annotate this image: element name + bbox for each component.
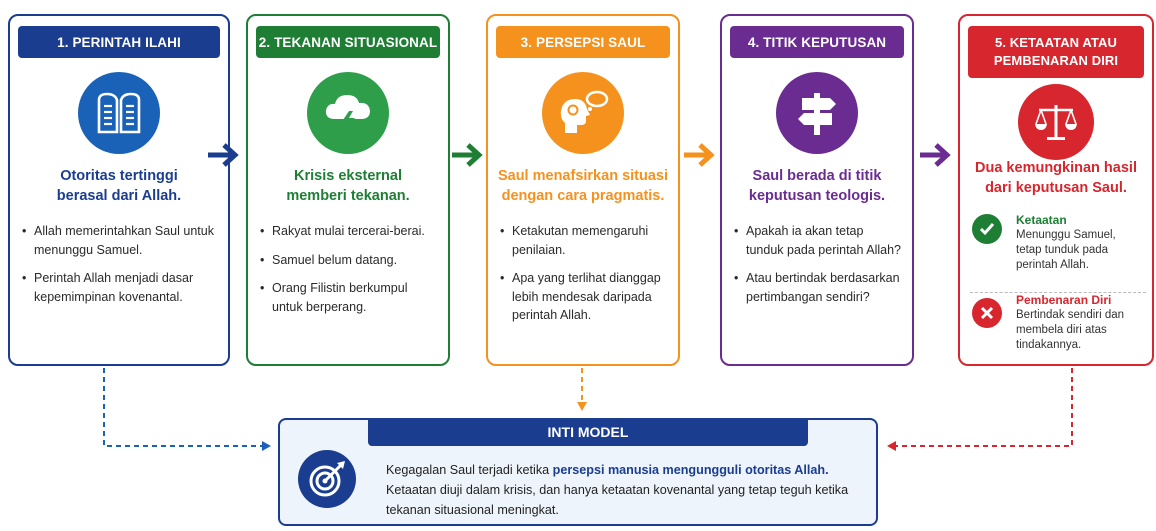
outcome-desc: Bertindak sendiri dan membela diri atas … [1016,309,1125,351]
step-2-headline: Krisis eksternal memberi tekanan. [286,168,410,204]
step-card-3: 3. PERSEPSI SAUL Saul menafsirkan situas… [486,14,680,366]
step-card-2: 2. TEKANAN SITUASIONAL Krisis eksternal … [246,14,450,366]
book-tablets-icon [78,72,160,154]
core-model-text: Kegagalan Saul terjadi ketika persepsi m… [386,460,860,520]
list-item: Orang Filistin berkumpul untuk berperang… [260,279,438,316]
outcome-obedience: Ketaatan Menunggu Samuel, tetap tunduk p… [972,212,1144,273]
list-item: Apakah ia akan tetap tunduk pada perinta… [734,222,902,259]
outcome-title: Ketaatan [1016,213,1067,227]
list-item: Allah memerintahkan Saul untuk menunggu … [22,222,218,259]
divider [970,292,1146,293]
step-2-points: Rakyat mulai tercerai-berai. Samuel belu… [260,222,438,326]
outcome-self-justification: Pembenaran Diri Bertindak sendiri dan me… [972,292,1144,353]
step-card-5: 5. KETAATAN ATAU PEMBENARAN DIRI Dua kem… [958,14,1154,366]
list-item: Apa yang terlihat dianggap lebih mendesa… [500,269,668,325]
core-model-text-lead: Kegagalan Saul terjadi ketika [386,463,553,477]
list-item: Rakyat mulai tercerai-berai. [260,222,438,241]
arrow-right-icon [452,143,483,167]
storm-cloud-icon [307,72,389,154]
step-3-points: Ketakutan memengaruhi penilaian. Apa yan… [500,222,668,335]
list-item: Samuel belum datang. [260,251,438,270]
signpost-icon [776,72,858,154]
thinking-head-icon [542,72,624,154]
step-3-title: 3. PERSEPSI SAUL [496,26,670,58]
step-1-headline: Otoritas tertinggi berasal dari Allah. [56,168,182,204]
list-item: Atau bertindak berdasarkan pertimbangan … [734,269,902,306]
outcome-desc: Menunggu Samuel, tetap tunduk pada perin… [1016,229,1116,271]
scales-icon [1018,84,1094,160]
step-4-headline: Saul berada di titik keputusan teologis. [748,168,886,204]
core-model-box: INTI MODEL Kegagalan Saul terjadi ketika… [278,418,878,526]
step-5-title: 5. KETAATAN ATAU PEMBENARAN DIRI [968,26,1144,78]
step-1-title: 1. PERINTAH ILAHI [18,26,220,58]
target-icon [298,450,356,508]
arrow-right-icon [208,143,239,167]
cross-icon [972,298,1002,328]
step-2-title: 2. TEKANAN SITUASIONAL [256,26,440,58]
core-model-highlight: persepsi manusia mengungguli otoritas Al… [552,463,829,477]
list-item: Ketakutan memengaruhi penilaian. [500,222,668,259]
core-model-text-rest: Ketaatan diuji dalam krisis, dan hanya k… [386,483,849,517]
outcome-title: Pembenaran Diri [1016,293,1112,307]
step-5-headline: Dua kemungkinan hasil dari keputusan Sau… [975,160,1137,196]
step-card-4: 4. TITIK KEPUTUSAN Saul berada di titik … [720,14,914,366]
step-4-title: 4. TITIK KEPUTUSAN [730,26,904,58]
core-model-title: INTI MODEL [368,418,808,446]
step-3-headline: Saul menafsirkan situasi dengan cara pra… [497,168,669,204]
list-item: Perintah Allah menjadi dasar kepemimpina… [22,269,218,306]
step-4-points: Apakah ia akan tetap tunduk pada perinta… [734,222,902,316]
arrow-right-icon [684,143,715,167]
step-1-points: Allah memerintahkan Saul untuk menunggu … [22,222,218,316]
step-card-1: 1. PERINTAH ILAHI Otoritas tertinggi ber… [8,14,230,366]
arrow-right-icon [920,143,951,167]
check-icon [972,214,1002,244]
